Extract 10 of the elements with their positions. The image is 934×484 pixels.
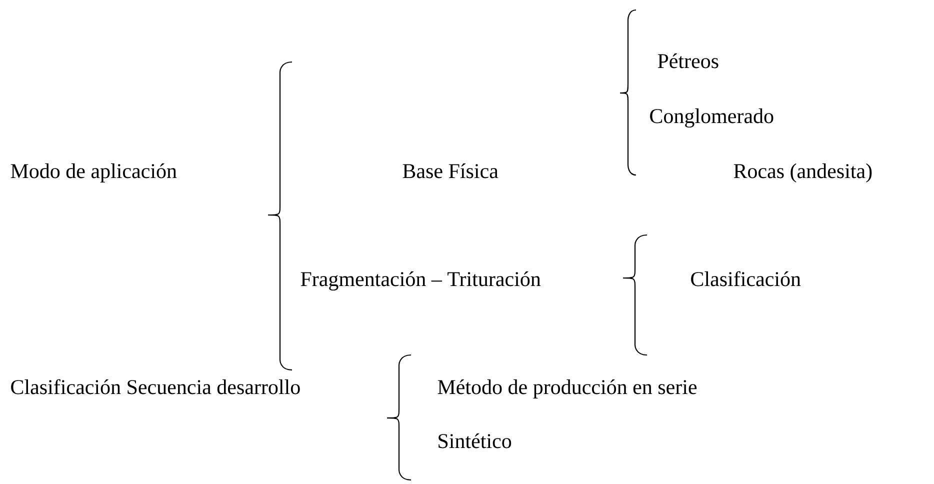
label-text: Modo de aplicación bbox=[10, 163, 177, 182]
label-text: Método de producción en serie bbox=[438, 379, 697, 398]
label-text: Base Física bbox=[402, 163, 498, 178]
label-text: Sintético bbox=[438, 433, 512, 448]
label-text: Rocas (andesita) bbox=[734, 163, 872, 182]
label-text: Pétreos bbox=[658, 53, 718, 68]
label-text: Conglomerado bbox=[650, 108, 774, 128]
label-text: Clasificación Secuencia desarrollo bbox=[11, 379, 300, 394]
label-text: Fragmentación – Trituración bbox=[300, 271, 541, 291]
label-text: Clasificación bbox=[691, 271, 801, 286]
